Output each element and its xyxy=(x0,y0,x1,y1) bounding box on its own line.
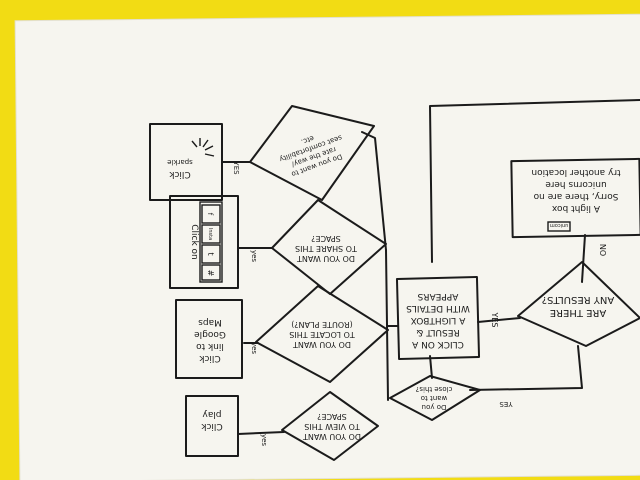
share-action-title: Click on xyxy=(189,224,199,260)
rate-action-box: Click sparkle xyxy=(149,123,223,201)
instagram-icon: Insta xyxy=(207,228,213,240)
decision-locate-line-3: (ROUTE PLAN?) xyxy=(291,320,353,329)
lightbox-line-1: CLICK ON A xyxy=(411,339,464,349)
label-yes-lightbox: YES xyxy=(490,311,499,327)
decision-locate: DO YOU WANT TO LOCATE THIS (ROUTE PLAN?) xyxy=(255,285,389,383)
unicorn-logo-box xyxy=(547,221,571,232)
decision-close-line-1: Do you xyxy=(422,403,447,411)
decision-share-shape xyxy=(271,199,387,295)
label-close-yes: YES xyxy=(499,400,514,408)
decision-close: Do you want to close this? xyxy=(389,375,481,421)
decision-any-results-shape xyxy=(517,261,640,347)
share-icons: f Insta t # xyxy=(201,204,221,281)
lightbox-box-border xyxy=(395,275,481,361)
no-results-line-3: unicorns here xyxy=(545,179,607,189)
decision-locate-line-1: DO YOU WANT xyxy=(293,340,351,349)
decision-rate: Do you want to rate the way/ seat comfor… xyxy=(249,105,375,201)
decision-any-results-line-2: ANY RESULTS? xyxy=(542,294,615,305)
lightbox-line-2: RESULT & xyxy=(416,327,459,337)
decision-view-line-1: DO YOU WANT xyxy=(303,432,361,441)
connector-view-action xyxy=(237,431,285,435)
lightbox-line-3: A LIGHTBOX xyxy=(411,315,466,325)
locate-action-line-2: link to xyxy=(196,341,224,351)
decision-rate-shape xyxy=(249,105,375,201)
locate-action-line-3: Google xyxy=(194,329,226,339)
label-view-yes: yes xyxy=(260,434,268,446)
decision-close-shape xyxy=(389,375,481,421)
decision-view-line-3: SPACE? xyxy=(317,412,347,421)
connector-lightbox-close xyxy=(429,355,433,379)
lightbox-line-4: WITH DETAILS xyxy=(406,303,470,313)
decision-share: DO YOU WANT TO SHARE THIS SPACE? xyxy=(271,199,387,295)
lightbox-box: CLICK ON A RESULT & A LIGHTBOX WITH DETA… xyxy=(395,275,481,361)
decision-locate-shape xyxy=(255,285,389,383)
share-action-border xyxy=(169,195,239,289)
rate-action-border xyxy=(149,123,223,201)
decision-any-results: ARE THERE ANY RESULTS? xyxy=(517,261,640,347)
twitter-icon-box xyxy=(201,244,221,264)
facebook-icon: f xyxy=(206,213,214,216)
connector-spine xyxy=(385,249,389,401)
rate-action-line-1: Click xyxy=(168,169,190,179)
decision-any-results-line-1: ARE THERE xyxy=(550,307,607,318)
decision-share-line-1: DO YOU WANT xyxy=(297,254,355,263)
label-share-yes: yes xyxy=(250,250,258,262)
decision-locate-line-2: TO LOCATE THIS xyxy=(289,330,355,339)
no-results-line-4: try another location xyxy=(531,167,620,177)
decision-view-line-2: TO VIEW THIS xyxy=(304,422,360,431)
lightbox-line-5: APPEARS xyxy=(417,291,458,301)
flowchart-connectors xyxy=(221,99,640,435)
view-action-border xyxy=(185,395,239,457)
hashtag-icon-box xyxy=(201,264,221,281)
connector-close-yes xyxy=(469,345,583,391)
locate-action-box: Click link to Google Maps xyxy=(175,299,243,379)
decision-close-line-2: want to xyxy=(421,394,447,402)
decision-view-shape xyxy=(281,391,379,461)
facebook-icon-box xyxy=(201,204,221,224)
locate-action-line-1: Click xyxy=(198,353,220,363)
sparkle-icon xyxy=(191,138,215,157)
no-results-line-2: Sorry, there are no xyxy=(533,191,618,201)
label-no: NO xyxy=(598,244,607,256)
no-results-box: unicorn A light box Sorry, there are no … xyxy=(510,157,640,239)
decision-close-line-3: close this? xyxy=(415,385,452,393)
sparkle-icon-rays xyxy=(191,138,215,157)
hashtag-icon: # xyxy=(206,270,215,277)
share-icon-strip xyxy=(199,201,223,283)
decision-view: DO YOU WANT TO VIEW THIS SPACE? xyxy=(281,391,379,461)
view-action-line-2: play xyxy=(202,409,222,419)
decision-share-line-2: TO SHARE THIS xyxy=(295,244,358,253)
no-results-line-1: A light box xyxy=(551,203,600,213)
instagram-icon-box xyxy=(201,224,221,244)
share-action-box: Click on f Insta t # xyxy=(169,195,239,289)
connector-start-lightbox xyxy=(477,317,521,323)
unicorn-logo-text: unicorn xyxy=(550,222,569,228)
decision-share-line-3: SPACE? xyxy=(311,234,341,243)
rate-action-line-2: sparkle xyxy=(167,158,193,166)
connector-top-loop xyxy=(429,99,640,263)
view-action-line-1: Click xyxy=(200,421,222,431)
locate-action-border xyxy=(175,299,243,379)
connector-no xyxy=(581,234,586,283)
twitter-icon: t xyxy=(206,252,215,255)
view-action-box: Click play xyxy=(185,395,239,457)
connector-spine-rate xyxy=(361,131,387,251)
locate-action-line-4: Maps xyxy=(198,317,222,327)
label-rate-yes: YES xyxy=(232,160,240,175)
label-locate-yes: yes xyxy=(250,342,258,354)
